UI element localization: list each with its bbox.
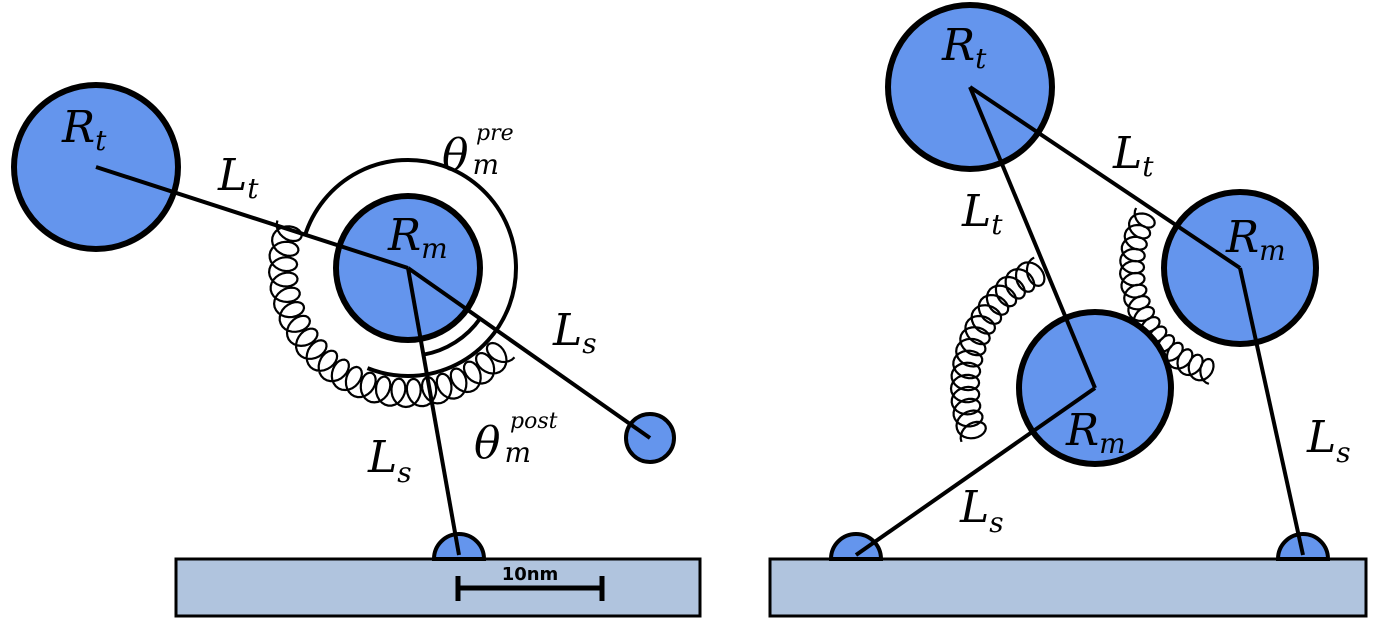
right-lt-stick-left (968, 86, 1097, 389)
theta-pre-arc (302, 157, 518, 378)
label-theta-post: θ m post (474, 409, 558, 469)
scale-bar: 10nm (455, 564, 605, 601)
theta-post-arc (422, 317, 482, 357)
label-rm: Rm (387, 210, 448, 265)
right-label-rm-top: Rm (1225, 212, 1286, 267)
right-ls-stick-left (854, 386, 1097, 557)
right-label-rm-center: Rm (1065, 405, 1126, 460)
label-theta-pre: θ m pre (442, 121, 514, 181)
label-ls-right: Ls (552, 305, 597, 360)
right-spring-right (1118, 207, 1215, 385)
right-substrate (768, 557, 1368, 618)
left-ls-stick-bound (406, 267, 461, 556)
left-substrate (174, 557, 702, 618)
right-ls-stick-right (1238, 267, 1305, 556)
scale-bar-label: 10nm (502, 564, 559, 585)
label-lt: Lt (217, 150, 259, 205)
left-spring (267, 220, 516, 409)
right-label-ls-bottom: Ls (959, 482, 1004, 539)
right-label-lt-left: Lt (961, 186, 1003, 241)
right-lt-stick-top (968, 85, 1242, 270)
left-ls-stick-detached (406, 266, 652, 440)
label-rt: Rt (61, 102, 107, 157)
label-ls-down: Ls (367, 432, 412, 489)
left-lt-stick (95, 165, 409, 270)
right-panel: Rt Lt Lt Rm Rm Ls Ls (768, 2, 1368, 618)
right-foot-left (828, 532, 884, 561)
right-spring-left (949, 256, 1046, 443)
right-label-rt: Rt (941, 20, 987, 75)
right-label-lt-top: Lt (1112, 128, 1154, 183)
right-label-ls-right: Ls (1306, 412, 1351, 469)
left-panel: 10nm Rt Lt Rm Ls Ls θ m pre θ m post (11, 82, 702, 618)
